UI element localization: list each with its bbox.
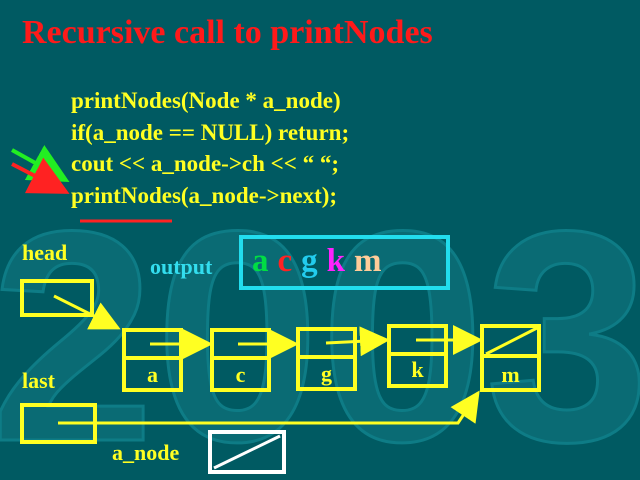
a-node-null-slash bbox=[213, 434, 281, 470]
a-node-box bbox=[208, 430, 286, 474]
node-c bbox=[210, 328, 271, 392]
node-value: a bbox=[147, 362, 158, 387]
output-box bbox=[239, 235, 450, 290]
code-line-2: if(a_node == NULL) return; bbox=[71, 120, 350, 145]
node-value: g bbox=[321, 361, 332, 386]
page-title: Recursive call to printNodes bbox=[22, 14, 433, 51]
node-g bbox=[296, 327, 357, 391]
node-a bbox=[122, 328, 183, 392]
output-letter: m bbox=[354, 243, 382, 279]
node-value: c bbox=[235, 362, 246, 387]
output-letter: c bbox=[277, 243, 293, 279]
head-pointer-box bbox=[20, 279, 94, 317]
code-line-1: printNodes(Node * a_node) bbox=[71, 88, 341, 113]
red-pointer-arrow bbox=[11, 157, 70, 194]
head-arrow bbox=[53, 294, 121, 330]
output-label: output bbox=[150, 254, 213, 279]
green-pointer-arrow bbox=[11, 145, 70, 182]
null-slash bbox=[485, 326, 538, 356]
node-m bbox=[480, 324, 541, 392]
next-arrow-g-k bbox=[325, 326, 390, 357]
node-value: k bbox=[411, 357, 424, 382]
a-node-label: a_node bbox=[112, 440, 180, 465]
output-letter: a bbox=[252, 243, 269, 279]
code-line-3: cout << a_node->ch << “ “; bbox=[71, 151, 340, 176]
node-value: m bbox=[501, 362, 520, 387]
output-letter: k bbox=[326, 243, 346, 279]
output-letter: g bbox=[301, 243, 318, 279]
code-line-4: printNodes(a_node->next); bbox=[71, 183, 338, 208]
last-label: last bbox=[22, 368, 55, 393]
head-label: head bbox=[22, 240, 68, 265]
last-arrow bbox=[58, 390, 480, 425]
